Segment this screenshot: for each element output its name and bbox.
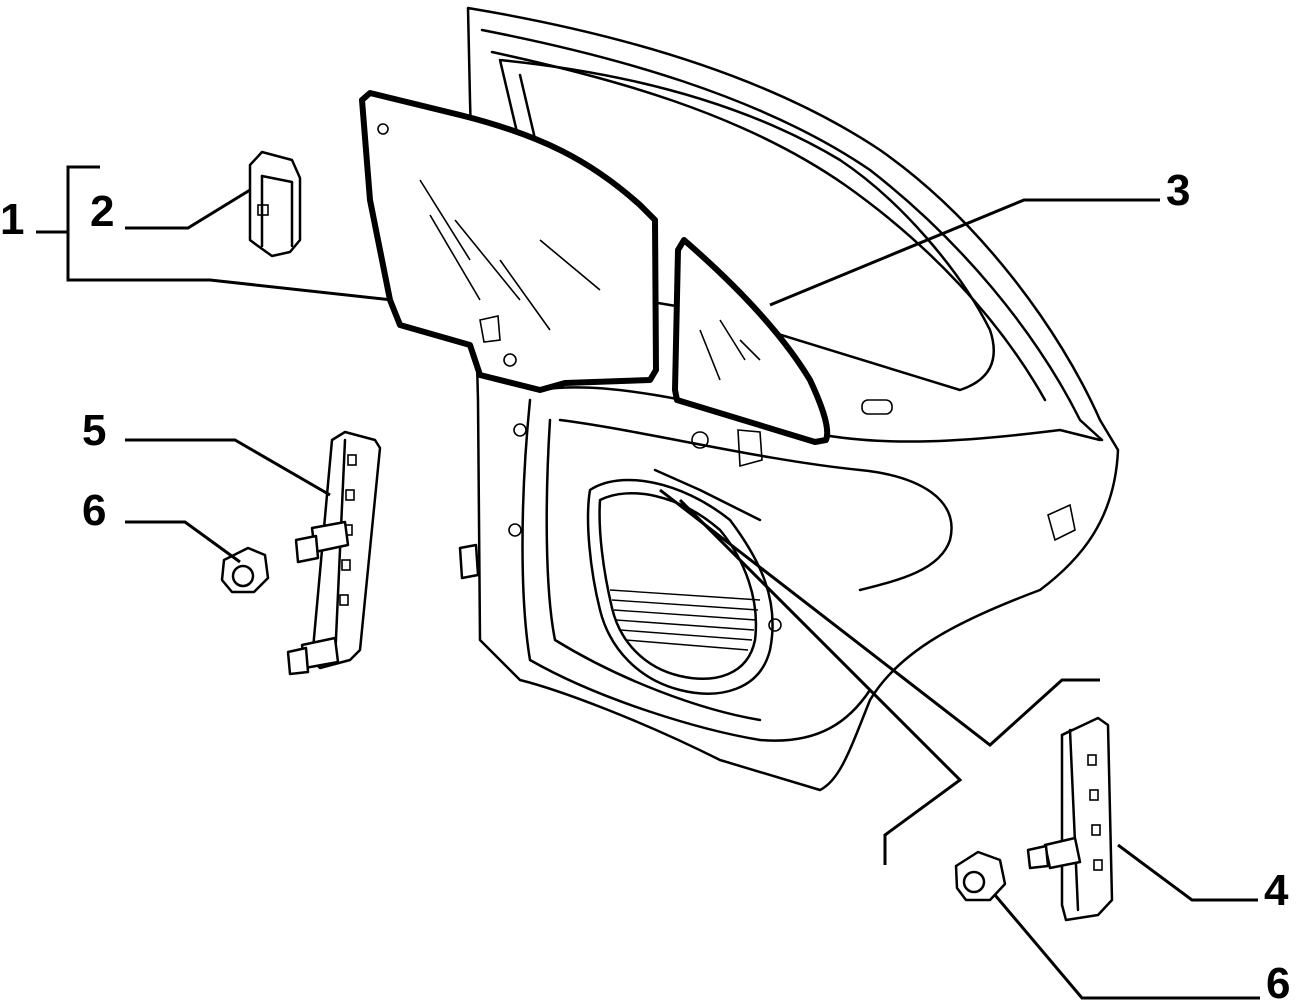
callout-4: 4: [1264, 866, 1289, 915]
callout-5: 5: [82, 406, 106, 455]
leader-lines: [36, 165, 1260, 1000]
window-guide-part-5: [286, 430, 382, 676]
door-glass-part-1: [359, 90, 659, 393]
window-guide-part-4: [1026, 716, 1114, 922]
callout-6-right: 6: [1266, 959, 1290, 1002]
callout-6-left: 6: [82, 486, 106, 535]
nut-part-6-right: [954, 850, 1007, 902]
callout-labels: 1 2 3 4 5 6 6: [0, 166, 1290, 1002]
callout-3: 3: [1166, 166, 1190, 215]
glass-clip-part-2: [248, 150, 302, 258]
quarter-glass-part-3: [672, 237, 831, 445]
callout-1: 1: [0, 195, 24, 244]
callout-2: 2: [90, 187, 114, 236]
